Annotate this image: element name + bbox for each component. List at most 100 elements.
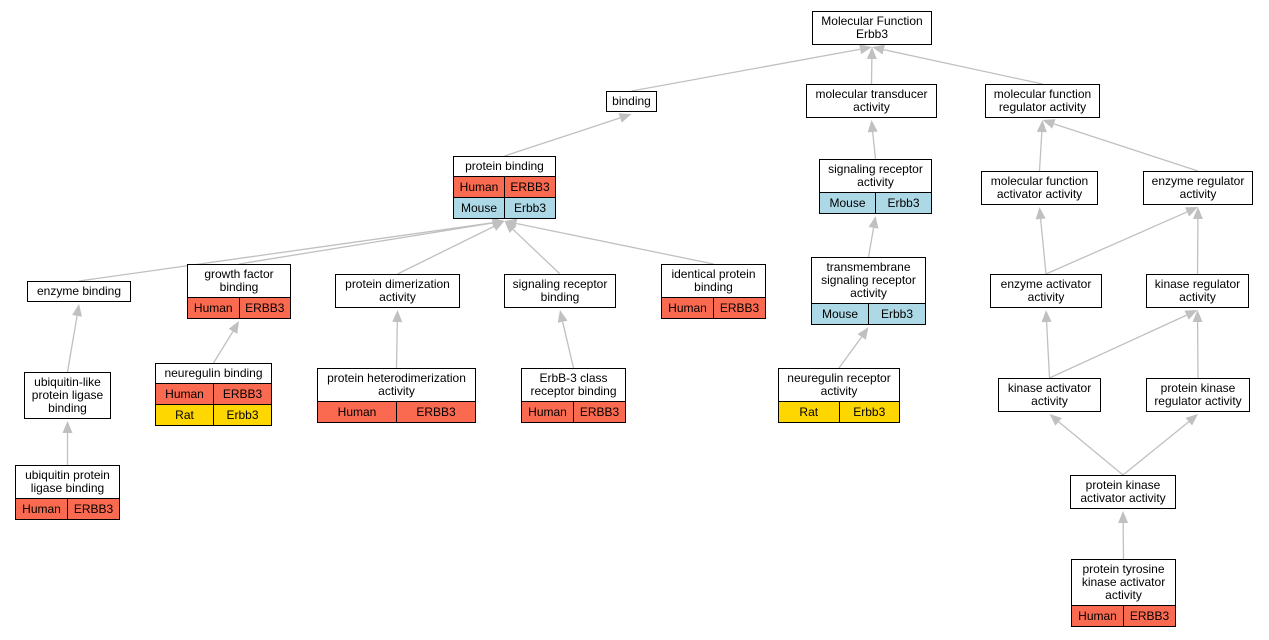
go-term-label-line: binding <box>612 94 651 108</box>
go-term-label: enzyme binding <box>28 282 130 301</box>
go-term-label-line: ErbB-3 class <box>539 371 608 385</box>
species-gene-row: Human ERBB3 <box>454 176 555 197</box>
edge-arrowhead <box>72 304 82 317</box>
go-term-label-line: activator activity <box>996 187 1083 201</box>
edge-arrowhead <box>618 113 632 123</box>
species-cell: Human <box>22 502 61 516</box>
go-term-label-line: protein heterodimerization <box>327 371 466 385</box>
edge-arrowhead <box>857 327 869 340</box>
go-term-label: protein binding <box>454 157 555 176</box>
go-term-label-line: Molecular Function <box>821 14 923 28</box>
edge-line <box>838 336 863 369</box>
go-term-label-line: protein dimerization <box>345 277 450 291</box>
edge-line <box>516 222 714 265</box>
edge-line <box>1045 211 1188 275</box>
gene-cell: Erbb3 <box>213 405 271 425</box>
go-term-label-line: protein tyrosine <box>1082 562 1165 576</box>
go-term-label-line: enzyme binding <box>36 284 122 298</box>
go-term-label-line: activity <box>379 290 416 304</box>
species-cell: Human <box>1078 609 1117 623</box>
edge-arrowhead <box>1049 414 1062 426</box>
go-term-label-line: activity <box>850 286 887 300</box>
edge-line <box>397 225 495 275</box>
edge-arrowhead <box>867 120 878 133</box>
species-gene-row: Human ERBB3 <box>16 498 119 519</box>
species-gene-row: Human ERBB3 <box>1072 605 1175 626</box>
go-term-label-line: protein kinase <box>1160 381 1236 395</box>
go-term-label-line: activity <box>853 100 890 114</box>
species-cell: Mouse <box>829 196 866 210</box>
go-term-label-line: kinase activator <box>1007 381 1092 395</box>
go-term-label-line: kinase activator <box>1081 575 1166 589</box>
go-term-label-line: activity <box>1179 290 1216 304</box>
gene-cell: ERBB3 <box>1123 606 1175 626</box>
species-cell: Rat <box>799 405 819 419</box>
edge-line <box>1058 421 1124 476</box>
species-cell: Mouse <box>821 307 859 321</box>
go-term-enzbind[interactable]: enzyme binding <box>27 281 131 302</box>
species-cell: Human <box>459 180 499 194</box>
go-term-binding[interactable]: binding <box>606 91 657 112</box>
go-term-label-line: protein ligase <box>31 388 104 402</box>
go-term-label-line: ubiquitin protein <box>25 468 110 482</box>
edge-arrowhead <box>1184 310 1198 320</box>
go-term-label-line: kinase regulator <box>1154 277 1241 291</box>
go-term-label-line: growth factor <box>204 267 274 281</box>
go-term-label-line: activity <box>1027 290 1065 304</box>
gene-cell: ERBB3 <box>67 499 119 519</box>
species-cell: Human <box>165 387 204 401</box>
edge-line <box>872 131 877 160</box>
edge-line <box>78 222 493 282</box>
go-term-label-line: protein kinase <box>1085 478 1161 492</box>
gene-cell: ERBB3 <box>504 177 555 197</box>
edge-line <box>883 49 1043 85</box>
edge-arrowhead <box>872 44 885 55</box>
species-cell: Mouse <box>460 201 498 215</box>
edge-arrowhead <box>62 421 73 433</box>
gene-cell: Erbb3 <box>875 193 931 213</box>
edge-arrowhead <box>228 321 239 334</box>
edge-arrowhead <box>557 310 568 323</box>
species-cell: Human <box>668 301 707 315</box>
edge-line <box>867 227 875 258</box>
go-term-label-line: molecular transducer <box>815 87 928 101</box>
